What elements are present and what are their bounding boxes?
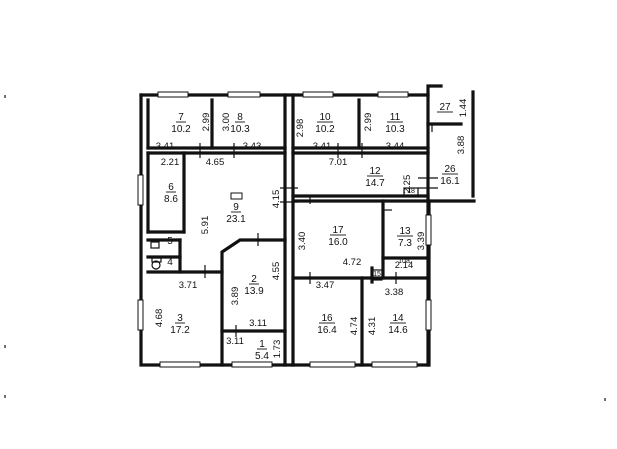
dimension-label: 3.40 — [297, 232, 308, 251]
room-area: 10.3 — [385, 124, 405, 135]
dimension-label: 5.91 — [200, 216, 211, 235]
room-number: 13 — [399, 226, 411, 237]
dimension-label: 2.21 — [161, 157, 180, 168]
room-number: 7 — [178, 112, 184, 123]
dimension-label: 3.11 — [226, 336, 244, 347]
dimension-label: 7.01 — [329, 157, 348, 168]
dimension-label: 4.15 — [271, 190, 282, 209]
room-area: 10.2 — [171, 124, 191, 135]
room-number: 10a — [398, 258, 410, 265]
dimension-label: 3.89 — [230, 287, 241, 306]
room-number: 27 — [439, 102, 451, 113]
dimension-label: 1.73 — [272, 340, 283, 359]
dimension-label: 4.72 — [343, 257, 362, 268]
room-number: 17 — [332, 225, 344, 236]
dimension-label: 3.43 — [243, 141, 262, 152]
room-area: 23.1 — [226, 214, 246, 225]
room-area: 16.1 — [440, 176, 460, 187]
room-number: 18 — [407, 188, 415, 195]
room-number: 6 — [168, 182, 174, 193]
dimension-label: 3.41 — [156, 141, 175, 152]
dimension-label: 3.88 — [456, 136, 467, 155]
dimension-label: 2.99 — [363, 113, 374, 132]
room-number: 8 — [237, 112, 243, 123]
outer-walls — [139, 84, 476, 367]
dimension-label: 4.65 — [206, 157, 225, 168]
dimension-label: 3.39 — [416, 232, 427, 251]
sink-fixture — [151, 257, 162, 263]
room-number: 3 — [177, 313, 183, 324]
dimension-label: 3.38 — [385, 287, 404, 298]
room-area: 10.2 — [315, 124, 335, 135]
dimension-label: 4.55 — [271, 262, 282, 281]
dimension-label: 3.00 — [221, 113, 232, 132]
room-number: 16 — [321, 313, 333, 324]
dimension-label: 3.44 — [386, 141, 405, 152]
closet-18-box — [403, 187, 419, 197]
room-area: 8.6 — [164, 194, 178, 205]
room-number: 12 — [369, 166, 381, 177]
dimension-label: 1.44 — [458, 99, 469, 118]
room-number: 10 — [319, 112, 331, 123]
room-area: 14.7 — [365, 178, 385, 189]
room-area: 16.0 — [328, 237, 348, 248]
room-area: 17.2 — [170, 325, 190, 336]
wc-fixture-5 — [150, 241, 160, 249]
dimension-label: 3.11 — [249, 318, 267, 329]
dimension-label: 2.25 — [402, 175, 413, 194]
dimension-label: 2.99 — [201, 113, 212, 132]
room-number: 2 — [251, 274, 257, 285]
room-number: 9 — [233, 202, 239, 213]
room-number: 1 — [259, 339, 265, 350]
room-number: 14 — [392, 313, 404, 324]
dimension-label: 2.98 — [295, 119, 306, 138]
room-area: 5.4 — [255, 351, 269, 362]
room-area: 14.6 — [388, 325, 408, 336]
small-fixture-9 — [230, 192, 243, 200]
dimension-label: 2.14 — [395, 260, 414, 271]
dimension-label: 4.68 — [154, 309, 165, 328]
room-area: 10.3 — [230, 124, 250, 135]
room-area: 16.4 — [317, 325, 337, 336]
room-number: 15 — [373, 271, 381, 278]
room-number: 4 — [167, 257, 173, 268]
dimension-label: 3.47 — [316, 280, 335, 291]
dimension-label: 4.31 — [367, 317, 378, 336]
room-area: 7.3 — [398, 238, 412, 249]
room-labels: 710.2810.31010.21110.3272616.168.6923.11… — [164, 102, 460, 362]
windows — [137, 91, 432, 368]
room-number: 26 — [444, 164, 456, 175]
room-area: 13.9 — [244, 286, 264, 297]
room-number: 11 — [390, 112, 401, 123]
door-markers — [199, 125, 438, 337]
room-number: 5 — [167, 236, 173, 247]
dimension-label: 3.41 — [313, 141, 332, 152]
wc-fixture-4 — [151, 260, 161, 270]
closet-15-box — [371, 269, 383, 281]
dimension-label: 3.71 — [179, 280, 198, 291]
dimension-labels: 2.99 3.00 2.98 2.99 1.44 3.88 3.41 4.65 3.43 3.41… — [154, 99, 469, 359]
dimension-label: 4.74 — [349, 317, 360, 336]
interior-walls — [146, 93, 430, 367]
